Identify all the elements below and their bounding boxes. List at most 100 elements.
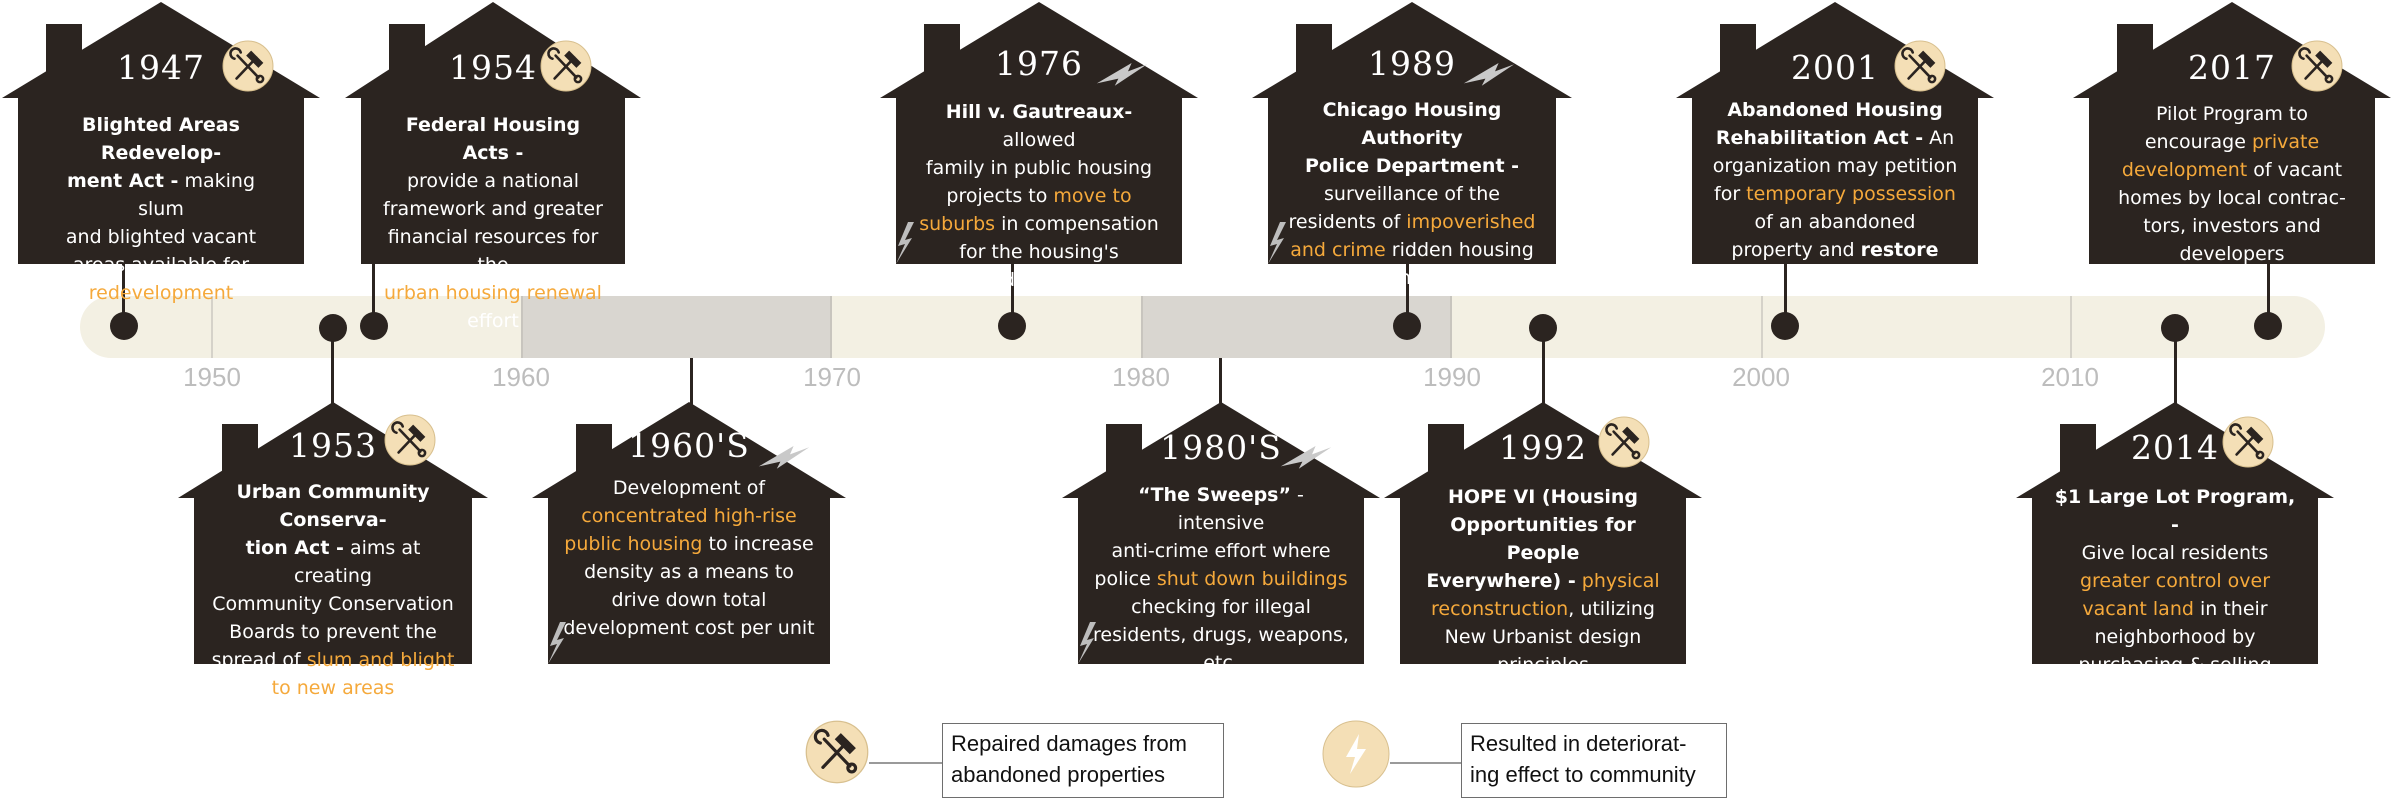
connector-1980s	[1219, 358, 1222, 406]
timeline-dot-1976	[998, 312, 1026, 340]
event-description: $1 Large Lot Program, -Give local reside…	[2052, 483, 2298, 679]
event-year: 2001	[1791, 48, 1879, 87]
lightning-icon	[752, 440, 816, 476]
highlight-text: reconstruction	[1430, 598, 1569, 620]
house-shape	[880, 2, 1198, 264]
decade-label: 1960	[492, 362, 550, 392]
text: neighborhood by	[2094, 626, 2256, 648]
highlight-text: private	[2251, 131, 2320, 153]
bold-text: tion Act -	[245, 537, 344, 559]
connector-1976	[1011, 262, 1014, 326]
connector-2001	[1784, 262, 1787, 326]
bold-text: ment Act -	[66, 170, 179, 192]
text: encourage	[2144, 131, 2252, 153]
bold-text: restore them	[1807, 239, 1939, 289]
text: residents of	[1288, 211, 1407, 233]
event-description: Blighted Areas Redevelop-ment Act - maki…	[48, 111, 274, 307]
text: homes by local contrac-	[2118, 187, 2346, 209]
event-description: Urban Community Conserva-tion Act - aims…	[208, 478, 458, 702]
text: in compensation	[995, 213, 1159, 235]
highlight-text: redevelopment	[88, 282, 234, 304]
highlight-text: move to	[1053, 185, 1132, 207]
text: financial resources for the	[387, 226, 599, 276]
event-year: 1989	[1368, 44, 1456, 83]
event-year: 1953	[289, 426, 377, 465]
decade-label: 1990	[1423, 362, 1481, 392]
text: developers	[2179, 243, 2285, 265]
bold-text: Hill v. Gautreaux-	[945, 101, 1133, 123]
text: - intensive	[1177, 484, 1304, 534]
text: surveillance of the	[1324, 183, 1500, 205]
decade-label: 1970	[803, 362, 861, 392]
text: organization may petition	[1712, 155, 1958, 177]
hammer-wrench-icon	[1598, 416, 1650, 468]
text: spread of	[211, 649, 307, 671]
connector-1992	[1542, 326, 1545, 406]
text: purchasing & selling	[2078, 654, 2272, 676]
text: of an abandoned	[1754, 211, 1916, 233]
event-year: 1960'S	[628, 426, 750, 465]
highlight-text: greater control over	[2079, 570, 2271, 592]
house-shape	[2016, 402, 2334, 664]
highlight-text: temporary possession	[1746, 183, 1956, 205]
event-year: 1947	[117, 48, 205, 87]
highlight-text: and crime	[1290, 239, 1386, 261]
decade-label: 2010	[2041, 362, 2099, 392]
timeline-dot-2001	[1771, 312, 1799, 340]
text: making slum	[138, 170, 256, 220]
text: Give local residents	[2081, 542, 2269, 564]
house-shape	[1384, 402, 1702, 664]
timeline-dot-1947	[110, 312, 138, 340]
legend-connector	[1390, 762, 1462, 764]
hammer-wrench-icon	[2291, 40, 2343, 92]
highlight-text: to new areas	[271, 677, 395, 699]
text: allowed	[1002, 129, 1076, 151]
connector-1953	[331, 326, 334, 406]
text: effort	[467, 310, 519, 332]
text: developments until 1999	[1293, 267, 1531, 289]
bold-text: Abandoned Housing	[1727, 99, 1943, 121]
event-year: 1954	[449, 48, 537, 87]
event-year: 1976	[995, 44, 1083, 83]
text: family in public housing	[925, 157, 1153, 179]
legend-hammer-wrench-icon	[805, 720, 869, 784]
highlight-text: slum and blight	[306, 649, 455, 671]
timeline-dot-1953	[319, 314, 347, 342]
connector-1954	[372, 262, 375, 326]
highlight-text: physical	[1581, 570, 1660, 592]
text: etc.	[1203, 652, 1239, 674]
bold-text: Rehabilitation Act -	[1715, 127, 1924, 149]
connector-2014	[2174, 326, 2177, 404]
bold-text: Urban Community Conserva-	[236, 481, 430, 531]
event-description: Hill v. Gautreaux- allowed family in publ…	[916, 98, 1162, 294]
text: framework and greater	[383, 198, 603, 220]
text: Community Conservation	[212, 593, 454, 615]
text: substandard conditions	[927, 269, 1151, 291]
event-year: 2014	[2131, 428, 2219, 467]
text: police	[1094, 568, 1157, 590]
timeline-dot-1992	[1529, 314, 1557, 342]
hammer-wrench-icon	[222, 40, 274, 92]
text: New Urbanist design	[1444, 626, 1642, 648]
period-band-1960s	[521, 296, 832, 358]
legend-lightning-icon	[1322, 720, 1390, 788]
event-description: Federal Housing Acts -provide a national…	[383, 111, 603, 335]
house-shape	[532, 402, 846, 664]
hammer-wrench-icon	[384, 414, 436, 466]
lightning-icon	[1076, 620, 1100, 664]
text: and blighted vacant	[65, 226, 257, 248]
event-year: 1980'S	[1160, 428, 1282, 467]
text: anti-crime effort where	[1111, 540, 1331, 562]
bold-text: HOPE VI (Housing	[1447, 486, 1639, 508]
